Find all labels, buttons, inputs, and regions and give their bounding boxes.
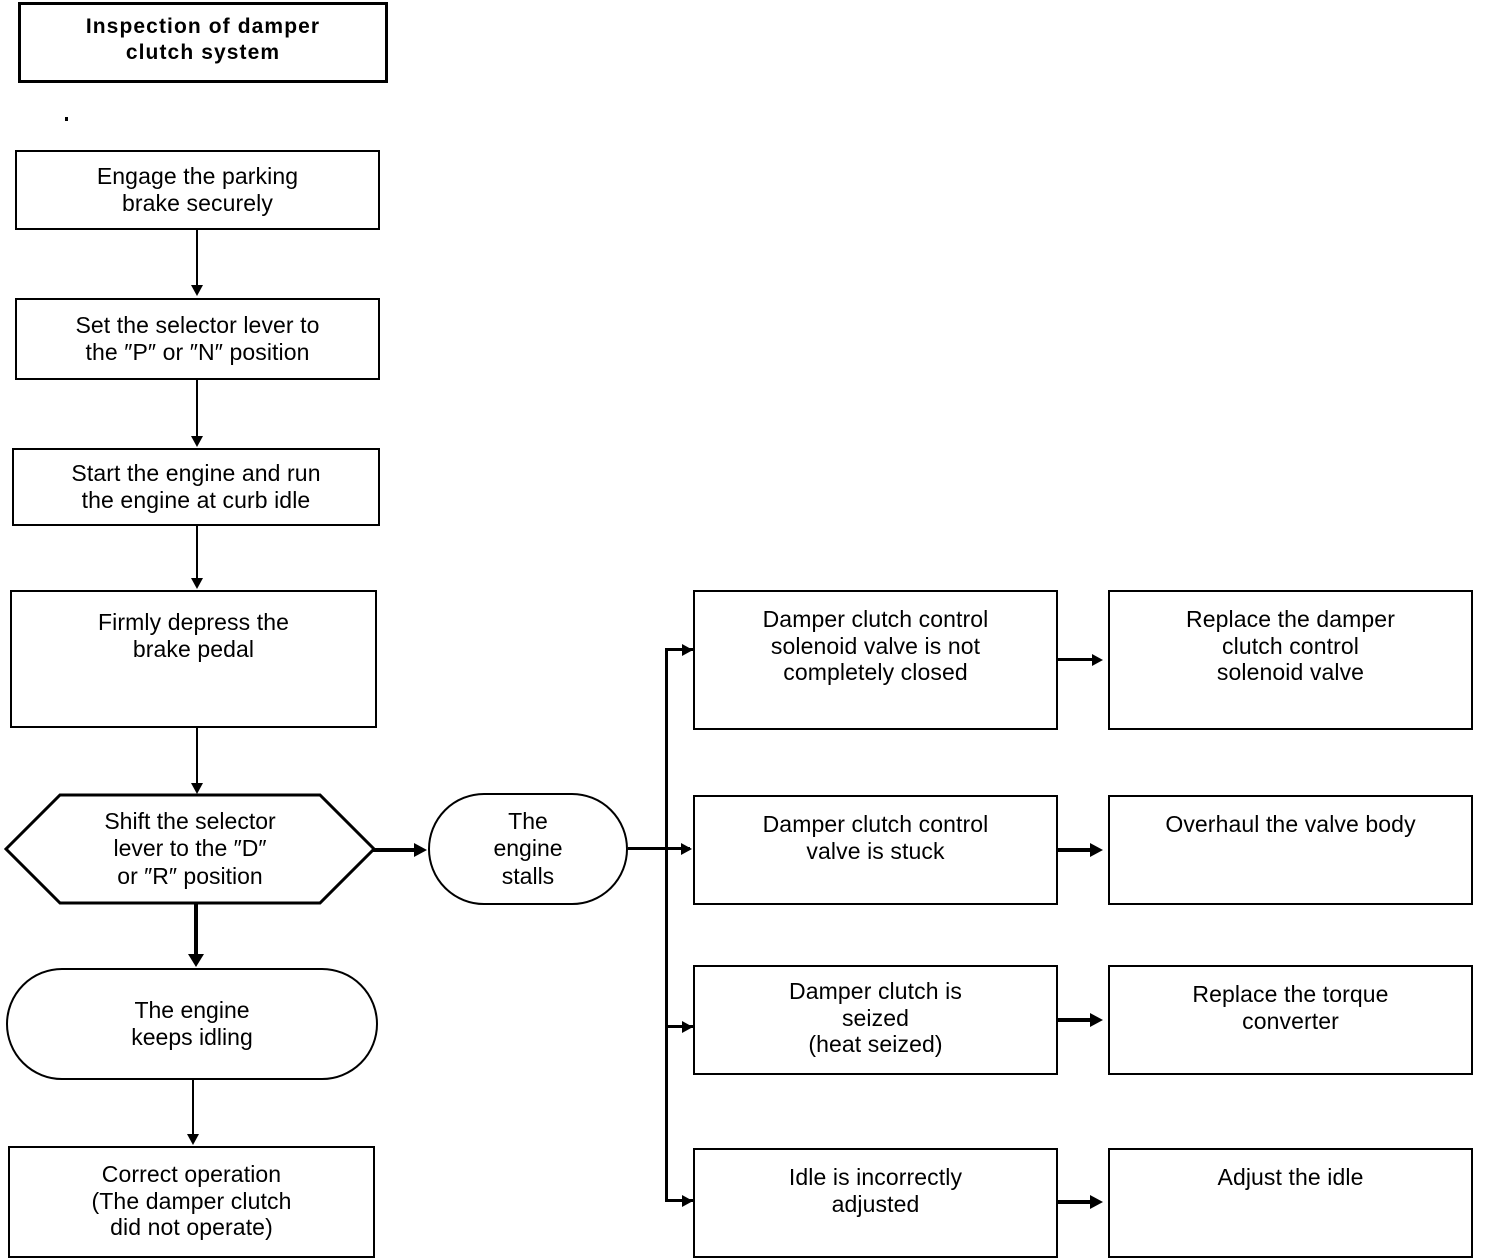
cause-control-valve-stuck-label: Damper clutch control valve is stuck <box>762 811 989 864</box>
step-engage-parking-brake-label: Engage the parking brake securely <box>96 163 299 216</box>
remedy-adjust-idle-label: Adjust the idle <box>1217 1164 1364 1190</box>
connector-start-to-depress <box>196 526 198 580</box>
connector-shift-to-stalls <box>372 848 420 852</box>
step-set-selector-lever-label: Set the selector lever to the ″P″ or ″N″… <box>75 312 320 365</box>
step-depress-brake-pedal-label: Firmly depress the brake pedal <box>98 609 289 662</box>
arrowhead-engage-to-selector <box>191 285 203 296</box>
arrowhead-start-to-depress <box>191 578 203 589</box>
remedy-overhaul-valve-body-label: Overhaul the valve body <box>1165 811 1416 837</box>
diagram-title-box: Inspection of damper clutch system <box>18 2 388 83</box>
arrowhead-bus-to-cause-3 <box>682 1021 693 1033</box>
cause-solenoid-not-closed-label: Damper clutch control solenoid valve is … <box>762 606 989 686</box>
connector-bus-to-cause-1 <box>665 648 693 651</box>
connector-idling-to-correct <box>192 1080 194 1136</box>
remedy-replace-solenoid-label: Replace the damper clutch control soleno… <box>1186 606 1395 686</box>
connector-bus-to-cause-4 <box>665 1199 693 1202</box>
connector-cause4-to-remedy4 <box>1058 1200 1096 1204</box>
connector-selector-to-start <box>196 380 198 438</box>
arrowhead-bus-to-cause-4 <box>682 1195 693 1207</box>
scan-artifact-dot <box>65 117 68 121</box>
remedy-replace-torque-converter-label: Replace the torque converter <box>1192 981 1389 1034</box>
step-shift-selector-lever-label: Shift the selector lever to the ″D″ or ″… <box>104 808 276 889</box>
step-shift-selector-lever: Shift the selector lever to the ″D″ or ″… <box>4 793 376 905</box>
arrowhead-cause3-to-remedy3 <box>1090 1013 1103 1027</box>
connector-bus-to-cause-3 <box>665 1025 693 1028</box>
arrowhead-shift-to-idling <box>188 954 204 967</box>
step-depress-brake-pedal: Firmly depress the brake pedal <box>10 590 377 728</box>
state-engine-stalls-label: The engine stalls <box>493 808 563 889</box>
connector-depress-to-shift <box>196 728 198 785</box>
remedy-replace-torque-converter: Replace the torque converter <box>1108 965 1473 1075</box>
outcome-correct-operation: Correct operation (The damper clutch did… <box>8 1146 375 1258</box>
connector-shift-to-idling <box>194 903 198 958</box>
remedy-adjust-idle: Adjust the idle <box>1108 1148 1473 1258</box>
connector-engage-to-selector <box>196 230 198 287</box>
arrowhead-cause4-to-remedy4 <box>1090 1195 1103 1209</box>
arrowhead-bus-to-cause-1 <box>682 644 693 656</box>
cause-branch-bus <box>665 648 668 1202</box>
diagram-title-text: Inspection of damper clutch system <box>85 15 321 65</box>
arrowhead-shift-to-stalls <box>414 843 427 857</box>
arrowhead-depress-to-shift <box>191 783 203 794</box>
remedy-overhaul-valve-body: Overhaul the valve body <box>1108 795 1473 905</box>
cause-solenoid-not-closed: Damper clutch control solenoid valve is … <box>693 590 1058 730</box>
cause-idle-incorrect-label: Idle is incorrectly adjusted <box>788 1164 963 1217</box>
connector-cause2-to-remedy2 <box>1058 848 1096 852</box>
cause-idle-incorrect: Idle is incorrectly adjusted <box>693 1148 1058 1258</box>
state-engine-keeps-idling-label: The engine keeps idling <box>131 996 253 1050</box>
cause-damper-clutch-seized-label: Damper clutch is seized (heat seized) <box>789 978 962 1058</box>
remedy-replace-solenoid: Replace the damper clutch control soleno… <box>1108 590 1473 730</box>
outcome-correct-operation-label: Correct operation (The damper clutch did… <box>91 1161 292 1241</box>
arrowhead-cause2-to-remedy2 <box>1090 843 1103 857</box>
hexagon-shape <box>4 793 376 905</box>
connector-cause3-to-remedy3 <box>1058 1018 1096 1022</box>
step-start-engine-label: Start the engine and run the engine at c… <box>71 460 321 513</box>
cause-damper-clutch-seized: Damper clutch is seized (heat seized) <box>693 965 1058 1075</box>
state-engine-keeps-idling: The engine keeps idling <box>6 968 378 1080</box>
state-engine-stalls: The engine stalls <box>428 793 628 905</box>
connector-cause1-to-remedy1 <box>1058 658 1096 661</box>
step-engage-parking-brake: Engage the parking brake securely <box>15 150 380 230</box>
arrowhead-stalls-to-cause-2 <box>681 843 692 855</box>
step-set-selector-lever: Set the selector lever to the ″P″ or ″N″… <box>15 298 380 380</box>
connector-stalls-to-bus <box>628 847 690 850</box>
arrowhead-idling-to-correct <box>187 1134 199 1145</box>
step-start-engine: Start the engine and run the engine at c… <box>12 448 380 526</box>
arrowhead-selector-to-start <box>191 436 203 447</box>
cause-control-valve-stuck: Damper clutch control valve is stuck <box>693 795 1058 905</box>
arrowhead-cause1-to-remedy1 <box>1092 654 1103 666</box>
